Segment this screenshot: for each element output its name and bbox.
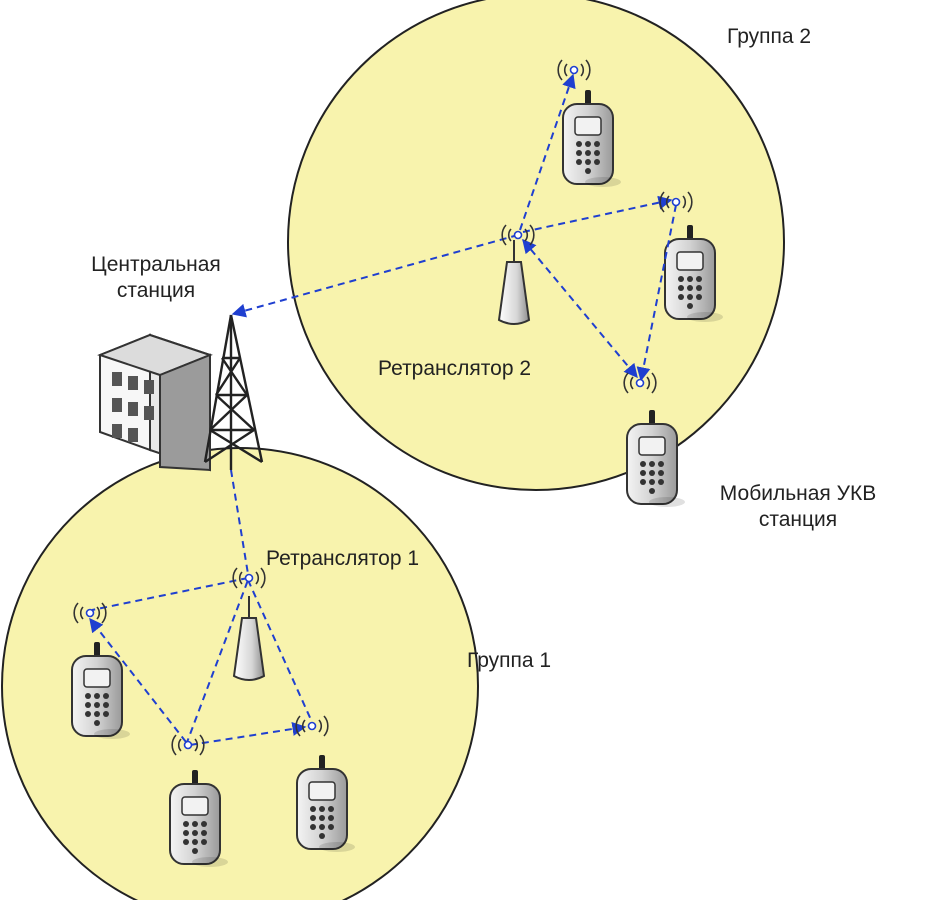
central-station-label-line-2: станция (116, 279, 196, 302)
repeater-1-label: Ретранслятор 1 (266, 547, 420, 570)
mobile-station-label-line-2: станция (758, 508, 838, 531)
repeater-2-label: Ретранслятор 2 (378, 357, 532, 380)
radio-tower-icon (203, 314, 264, 470)
central-station-label-line-1: Центральная (91, 253, 221, 276)
building-icon (97, 333, 213, 472)
radio-links (89, 73, 677, 746)
mobile-station-label-line-1: Мобильная УКВ (719, 482, 877, 505)
mobile-station-label: Мобильная УКВ станция (708, 481, 888, 533)
central-station-label: Центральная станция (66, 252, 246, 304)
group-1-label: Группа 1 (467, 649, 552, 672)
group-2-label: Группа 2 (727, 25, 812, 48)
